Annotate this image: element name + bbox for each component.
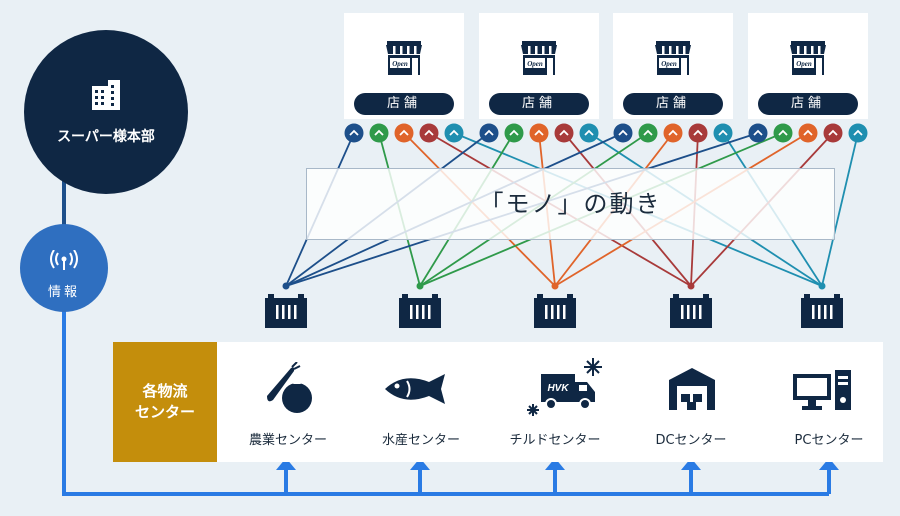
truck-text: HVK: [547, 383, 569, 394]
store-connector-dot: [579, 123, 599, 143]
store-connector-dot: [713, 123, 733, 143]
store-connector-dot: [444, 123, 464, 143]
hub-dot: [416, 282, 424, 290]
store-connector-dot: [848, 123, 868, 143]
storefront-icon: Open: [655, 41, 691, 75]
center-label-agri: 農業センター: [248, 433, 327, 448]
store-connector-dot: [419, 123, 439, 143]
storefront-icon: Open: [790, 41, 826, 75]
goods-flow-box: 「モノ」の動き: [306, 168, 835, 240]
store-connector-dot: [554, 123, 574, 143]
center-label-fish: 水産センター: [381, 433, 460, 448]
store-connector-dot: [663, 123, 683, 143]
logistics-panel: 各物流 センター 農業センター 水産センター HVK チルドセンター: [113, 342, 883, 462]
refrigerated-truck-icon: HVK: [527, 358, 602, 416]
center-label-dc: DCセンター: [655, 433, 727, 448]
store-connector-dots: [344, 123, 868, 143]
fish-icon: [385, 374, 445, 404]
hub-dot: [687, 282, 695, 290]
storefront-icon: Open: [386, 41, 422, 75]
store-connector-dot: [504, 123, 524, 143]
store-connector-dot: [748, 123, 768, 143]
store-card: Open 店舗: [748, 13, 868, 119]
computer-icon: [793, 370, 851, 410]
container-icon: [801, 294, 843, 328]
store-card: Open 店舗: [613, 13, 733, 119]
hq-label: スーパー様本部: [57, 129, 155, 145]
store-connector-dot: [798, 123, 818, 143]
store-sign: Open: [796, 60, 812, 68]
store-label: 店舗: [758, 93, 858, 115]
center-label-pc: PCセンター: [794, 433, 864, 448]
logistics-heading-line1: 各物流: [142, 382, 188, 400]
container-icon: [670, 294, 712, 328]
building-icon: [92, 80, 120, 110]
store-card: Open 店舗: [479, 13, 599, 119]
info-circle: 情報: [20, 224, 108, 312]
store-connector-dot: [823, 123, 843, 143]
store-label: 店舗: [623, 93, 723, 115]
vegetables-icon: [267, 362, 312, 413]
store-connector-dot: [529, 123, 549, 143]
goods-flow-label: 「モノ」の動き: [479, 190, 662, 218]
store-sign: Open: [661, 60, 677, 68]
store-label: 店舗: [489, 93, 589, 115]
info-label: 情報: [47, 285, 80, 300]
logistics-heading: 各物流 センター: [113, 342, 217, 462]
center-hub-dots: [282, 282, 826, 290]
container-icon: [534, 294, 576, 328]
hub-dot: [282, 282, 290, 290]
storefront-icon: Open: [521, 41, 557, 75]
hub-dot: [818, 282, 826, 290]
store-connector-dot: [344, 123, 364, 143]
store-label: 店舗: [354, 93, 454, 115]
store-sign: Open: [527, 60, 543, 68]
up-arrows: [276, 458, 839, 470]
store-connector-dot: [369, 123, 389, 143]
container-icon: [399, 294, 441, 328]
store-connector-dot: [688, 123, 708, 143]
info-line-lower: [62, 305, 831, 496]
store-connector-dot: [394, 123, 414, 143]
logistics-heading-line2: センター: [134, 403, 195, 421]
store-connector-dot: [613, 123, 633, 143]
wifi-signal-icon: [50, 250, 78, 270]
store-connector-dot: [638, 123, 658, 143]
store-connector-dot: [479, 123, 499, 143]
flow-line: [821, 132, 859, 287]
shipping-containers: [265, 294, 843, 328]
hub-dot: [551, 282, 559, 290]
store-connector-dot: [773, 123, 793, 143]
warehouse-icon: [669, 368, 715, 410]
container-icon: [265, 294, 307, 328]
store-sign: Open: [392, 60, 408, 68]
center-label-chilled: チルドセンター: [509, 433, 601, 448]
hq-circle: スーパー様本部: [24, 30, 188, 194]
store-card: Open 店舗: [344, 13, 464, 119]
